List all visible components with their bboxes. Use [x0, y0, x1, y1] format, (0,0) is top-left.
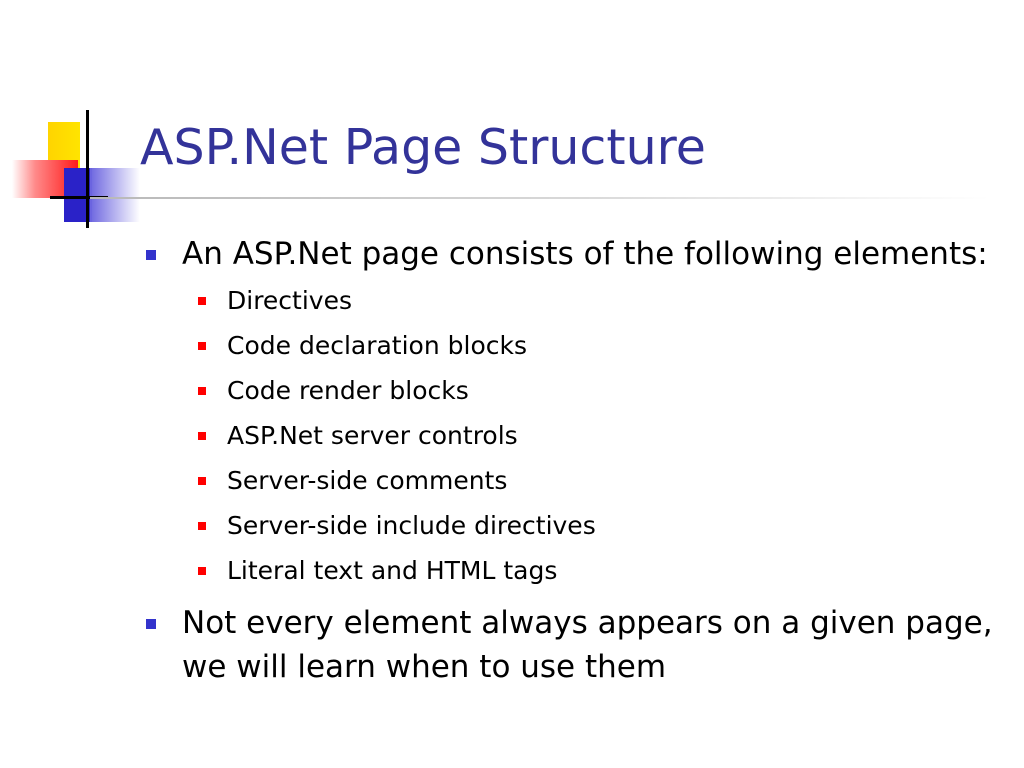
- slide-title: ASP.Net Page Structure: [140, 119, 706, 176]
- square-bullet-icon: [198, 567, 206, 575]
- bullet-text: An ASP.Net page consists of the followin…: [182, 236, 988, 272]
- sub-bullet-list: Directives Code declaration blocks Code …: [182, 278, 1006, 593]
- bullet-item: An ASP.Net page consists of the followin…: [146, 232, 1006, 593]
- logo-horizontal-line: [50, 196, 108, 199]
- sub-bullet-item: Server-side include directives: [182, 503, 1006, 548]
- template-logo-graphic: [0, 0, 140, 240]
- square-bullet-icon: [198, 522, 206, 530]
- sub-bullet-item: Directives: [182, 278, 1006, 323]
- bullet-text: Not every element always appears on a gi…: [182, 605, 993, 685]
- sub-bullet-text: Server-side comments: [227, 466, 508, 495]
- square-bullet-icon: [146, 250, 156, 260]
- logo-blue-fade: [90, 168, 140, 222]
- sub-bullet-item: Literal text and HTML tags: [182, 548, 1006, 593]
- sub-bullet-text: Directives: [227, 286, 352, 315]
- square-bullet-icon: [198, 477, 206, 485]
- square-bullet-icon: [146, 619, 156, 629]
- sub-bullet-text: Code render blocks: [227, 376, 469, 405]
- logo-vertical-line: [86, 110, 89, 228]
- square-bullet-icon: [198, 297, 206, 305]
- sub-bullet-text: Literal text and HTML tags: [227, 556, 558, 585]
- sub-bullet-item: Server-side comments: [182, 458, 1006, 503]
- sub-bullet-item: Code render blocks: [182, 368, 1006, 413]
- sub-bullet-text: Server-side include directives: [227, 511, 596, 540]
- title-underline: [90, 197, 990, 199]
- square-bullet-icon: [198, 342, 206, 350]
- bullet-list: An ASP.Net page consists of the followin…: [146, 232, 1006, 689]
- sub-bullet-item: ASP.Net server controls: [182, 413, 1006, 458]
- sub-bullet-text: Code declaration blocks: [227, 331, 527, 360]
- sub-bullet-item: Code declaration blocks: [182, 323, 1006, 368]
- bullet-item: Not every element always appears on a gi…: [146, 601, 1006, 689]
- square-bullet-icon: [198, 432, 206, 440]
- sub-bullet-text: ASP.Net server controls: [227, 421, 518, 450]
- square-bullet-icon: [198, 387, 206, 395]
